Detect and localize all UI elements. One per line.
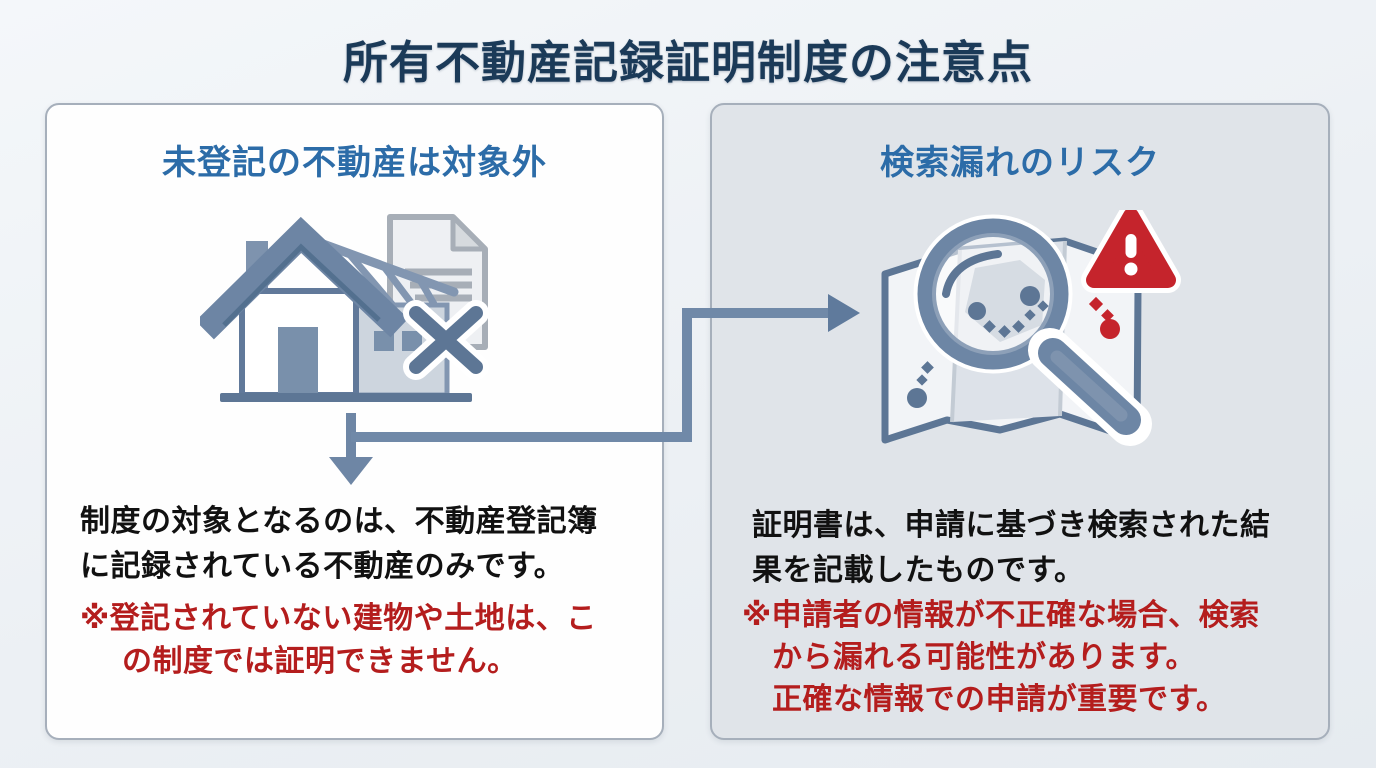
left-body-line1: 制度の対象となるのは、不動産登記簿	[80, 505, 598, 538]
map-route-line	[942, 250, 1002, 298]
warning-triangle-icon	[1081, 210, 1181, 293]
right-body-text: 証明書は、申請に基づき検索された結 果を記載したものです。	[752, 503, 1271, 593]
left-note-text: ※登記されていない建物や土地は、こ の制度では証明できません。	[80, 597, 597, 683]
magnifier-icon	[913, 214, 1152, 446]
left-panel-title: 未登記の不動産は対象外	[162, 144, 547, 182]
house-icon	[200, 216, 472, 402]
map-search-warning-icon	[881, 210, 1181, 446]
left-note-line2: の制度では証明できません。	[122, 645, 518, 678]
right-note-text: ※申請者の情報が不正確な場合、検索 から漏れる可能性があります。 正確な情報での…	[742, 595, 1260, 721]
right-body-line2: 果を記載したものです。	[752, 554, 1085, 587]
right-body-line1: 証明書は、申請に基づき検索された結	[752, 509, 1271, 542]
right-note-line3: 正確な情報での申請が重要です。	[772, 683, 1227, 716]
page-title: 所有不動産記録証明制度の注意点	[342, 37, 1033, 88]
right-panel-title: 検索漏れのリスク	[880, 144, 1160, 182]
right-note-line2: から漏れる可能性があります。	[772, 641, 1196, 674]
left-body-line2: に記録されている不動産のみです。	[80, 550, 565, 583]
left-body-text: 制度の対象となるのは、不動産登記簿 に記録されている不動産のみです。	[80, 499, 598, 589]
left-note-line1: ※登記されていない建物や土地は、こ	[80, 602, 597, 635]
unregistered-house-document-x-icon	[200, 214, 489, 402]
right-note-line1: ※申請者の情報が不正確な場合、検索	[742, 599, 1260, 632]
map-region	[965, 260, 1045, 342]
